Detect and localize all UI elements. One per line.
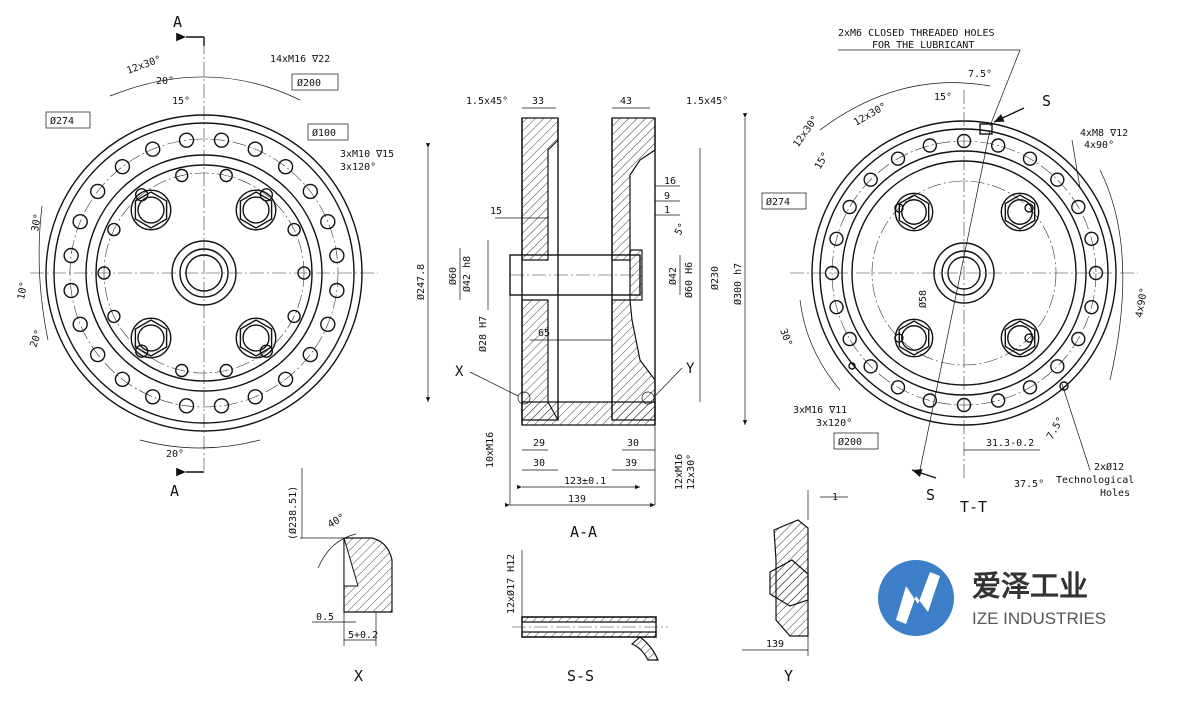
aa-dim-33: 33 bbox=[532, 96, 544, 107]
aa-dim-d60h6: Ø60 H6 bbox=[683, 262, 695, 298]
ize-logo: 爱泽工业 IZE INDUSTRIES bbox=[878, 560, 1106, 636]
aa-dim-16: 16 bbox=[664, 176, 676, 187]
tt-dim-7-5-b: 7.5° bbox=[1045, 415, 1067, 441]
aa-dim-29: 29 bbox=[533, 438, 545, 449]
tt-dim-7-5: 7.5° bbox=[968, 69, 992, 80]
aa-dim-30-right: 30 bbox=[627, 438, 639, 449]
aa-dim-d42h8: Ø42 h8 bbox=[461, 256, 473, 292]
aa-dim-9: 9 bbox=[664, 191, 670, 202]
left-front-view: A A 12x30° 20° 15° 14xM16 ∇22 Ø200 Ø274 … bbox=[16, 13, 394, 500]
x-dim-40deg: 40° bbox=[326, 512, 347, 531]
y-dim-1: 1 bbox=[832, 492, 838, 503]
left-dim-30deg: 30° bbox=[30, 213, 44, 233]
x-dim-5: 5+0.2 bbox=[348, 630, 378, 641]
aa-dim-d230: Ø230 bbox=[709, 266, 721, 290]
left-box-100 bbox=[307, 123, 349, 141]
view-t-t: 2xM6 CLOSED THREADED HOLES FOR THE LUBRI… bbox=[761, 28, 1150, 516]
left-dim-3xm10: 3xM10 ∇15 bbox=[340, 149, 394, 160]
left-dim-d200: Ø200 bbox=[297, 77, 321, 89]
section-mark-a-bottom: A bbox=[170, 482, 179, 500]
tt-note-technological: Technological bbox=[1056, 475, 1134, 486]
y-caption: Y bbox=[784, 667, 793, 685]
x-caption: X bbox=[354, 667, 363, 685]
aa-dim-chamfer-right: 1.5x45° bbox=[686, 96, 728, 107]
tt-section-s-top: S bbox=[1042, 92, 1051, 110]
ss-dim-12xd17: 12xØ17 H12 bbox=[505, 554, 517, 614]
aa-dim-30-left: 30 bbox=[533, 458, 545, 469]
y-dim-139: 139 bbox=[766, 639, 784, 650]
left-dim-20deg-b: 20° bbox=[28, 328, 45, 349]
aa-dim-d28h7: Ø28 H7 bbox=[477, 316, 489, 352]
aa-dim-12xm16: 12xM16 bbox=[674, 454, 685, 490]
tt-dim-d274: Ø274 bbox=[766, 196, 790, 208]
left-dim-d100: Ø100 bbox=[312, 127, 336, 139]
x-dim-0-5: 0.5 bbox=[316, 612, 334, 623]
left-dim-3x120: 3x120° bbox=[340, 162, 376, 173]
aa-dim-5deg: 5° bbox=[673, 222, 689, 238]
aa-dim-15: 15 bbox=[490, 206, 502, 217]
aa-dim-12x30: 12x30° bbox=[686, 454, 697, 490]
tt-dim-4xm8: 4xM8 ∇12 bbox=[1080, 128, 1128, 139]
tt-note-line1: 2xM6 CLOSED THREADED HOLES bbox=[838, 28, 995, 39]
aa-dim-1: 1 bbox=[664, 205, 670, 216]
aa-dim-d60: Ø60 bbox=[447, 267, 459, 285]
tt-dim-12x30-a: 12x30° bbox=[791, 114, 821, 150]
tt-note-line2: FOR THE LUBRICANT bbox=[872, 40, 974, 51]
section-mark-a-top: A bbox=[173, 13, 182, 31]
left-dim-14xm16: 14xM16 ∇22 bbox=[270, 54, 330, 65]
tt-dim-37-5: 37.5° bbox=[1014, 479, 1044, 490]
aa-detail-x: X bbox=[455, 364, 464, 380]
ss-caption: S-S bbox=[567, 667, 594, 685]
detail-x: (Ø238.51) 40° 0.5 5+0.2 X bbox=[287, 468, 393, 685]
tt-dim-3xm16: 3xM16 ∇11 bbox=[793, 405, 847, 416]
tt-note-holes: Holes bbox=[1100, 488, 1130, 499]
left-box-274 bbox=[45, 111, 91, 129]
aa-detail-y: Y bbox=[686, 361, 695, 377]
tt-dim-4x90-a: 4x90° bbox=[1084, 140, 1114, 151]
tt-dim-12x30-b: 12x30° bbox=[852, 101, 889, 129]
logo-text-en: IZE INDUSTRIES bbox=[972, 609, 1106, 628]
logo-text-cn: 爱泽工业 bbox=[972, 569, 1088, 603]
left-dim-20deg-c: 20° bbox=[166, 449, 184, 460]
aa-dim-43: 43 bbox=[620, 96, 632, 107]
left-dim-20deg: 20° bbox=[156, 76, 174, 87]
tt-dim-d200: Ø200 bbox=[838, 436, 862, 448]
tt-dim-15deg-b: 15° bbox=[813, 150, 832, 171]
tt-box-200 bbox=[833, 432, 879, 450]
tt-dim-15deg: 15° bbox=[934, 92, 952, 103]
tt-dim-2xd12: 2xØ12 bbox=[1094, 461, 1124, 473]
aa-dim-d300h7: Ø300 h7 bbox=[732, 263, 744, 305]
aa-dim-d42: Ø42 bbox=[667, 267, 679, 285]
aa-dim-d247-8: Ø247.8 bbox=[415, 264, 427, 300]
left-dim-12x30: 12x30° bbox=[125, 54, 163, 77]
detail-y: 1 139 Y bbox=[742, 490, 848, 685]
tt-dim-31-3: 31.3-0.2 bbox=[986, 438, 1034, 449]
left-dim-10deg: 10° bbox=[16, 281, 30, 301]
logo-mark-icon bbox=[896, 572, 940, 624]
aa-dim-39: 39 bbox=[625, 458, 637, 469]
section-s-s: 12xØ17 H12 S-S bbox=[505, 550, 668, 685]
tt-dim-4x90-b: 4x90° bbox=[1134, 287, 1150, 319]
section-a-a: 1.5x45° 33 43 1.5x45° 16 9 1 15 5° Ø247.… bbox=[415, 96, 748, 541]
aa-dim-65: 65 bbox=[538, 328, 550, 339]
tt-dim-d58: Ø58 bbox=[917, 290, 929, 308]
tt-section-s-bottom: S bbox=[926, 486, 935, 504]
left-dim-15deg: 15° bbox=[172, 96, 190, 107]
aa-dim-chamfer-left: 1.5x45° bbox=[466, 96, 508, 107]
tt-dim-30deg: 30° bbox=[777, 327, 794, 348]
left-dim-d274: Ø274 bbox=[50, 115, 74, 127]
tt-caption: T-T bbox=[960, 498, 987, 516]
aa-dim-10xm16: 10xM16 bbox=[485, 432, 496, 468]
aa-caption: A-A bbox=[570, 523, 597, 541]
tt-box-274 bbox=[761, 192, 807, 210]
x-dim-238: (Ø238.51) bbox=[287, 486, 299, 540]
aa-dim-139: 139 bbox=[568, 494, 586, 505]
tt-dim-3x120: 3x120° bbox=[816, 418, 852, 429]
left-box-200 bbox=[291, 73, 339, 91]
aa-dim-123: 123±0.1 bbox=[564, 476, 606, 487]
